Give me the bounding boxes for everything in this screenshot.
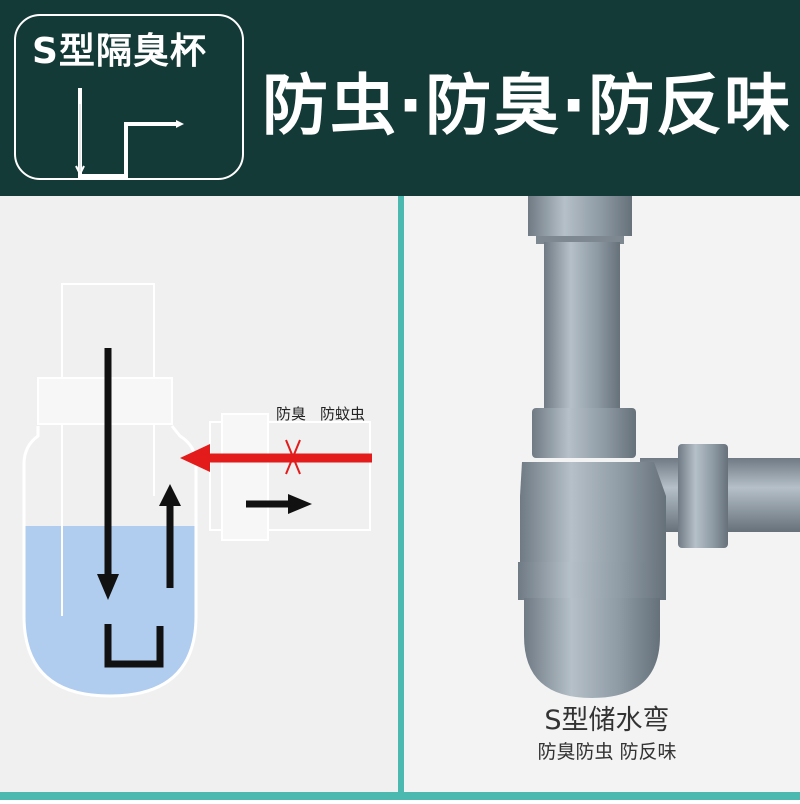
badge-title: S型隔臭杯 (32, 31, 207, 72)
trap-body (520, 462, 666, 566)
caption-subtitle: 防臭防虫 防反味 (537, 741, 677, 763)
product-panel: S型储水弯 防臭防虫 防反味 (404, 196, 800, 800)
outlet-coupling (221, 413, 269, 541)
trap-outline-icon (75, 88, 184, 178)
down-flow-arrowhead (97, 574, 119, 600)
diagram-panel: 防臭 防蚊虫 (0, 196, 398, 800)
bottom-accent-bar (0, 792, 800, 800)
product-caption: S型储水弯 防臭防虫 防反味 (512, 704, 702, 766)
outflow-arrowhead (288, 494, 312, 514)
u-bend-line (104, 624, 164, 668)
bottom-cup-ring (518, 562, 666, 600)
headline: 防虫·防臭·防反味 (262, 67, 793, 144)
outlet-pipe (209, 421, 371, 531)
trap-product-render (518, 196, 800, 698)
blocked-x-mark (285, 439, 301, 475)
panel-divider (398, 196, 404, 800)
product-badge: S型隔臭杯 (14, 14, 244, 180)
bottom-cup (524, 598, 660, 698)
label-insect: 防蚊虫 (320, 405, 365, 423)
trap-diagram: 防臭 防蚊虫 (22, 283, 372, 698)
side-nut (678, 444, 728, 548)
water-fill (24, 526, 196, 696)
caption-title: S型储水弯 (544, 705, 670, 736)
up-flow-arrowhead (159, 484, 181, 506)
header-banner: S型隔臭杯 防虫·防臭·防反味 (0, 0, 800, 196)
vertical-tube (544, 242, 620, 410)
blocked-arrow-head (180, 444, 210, 472)
middle-nut (532, 408, 636, 458)
top-nut (528, 196, 632, 236)
label-odor: 防臭 (276, 405, 306, 423)
